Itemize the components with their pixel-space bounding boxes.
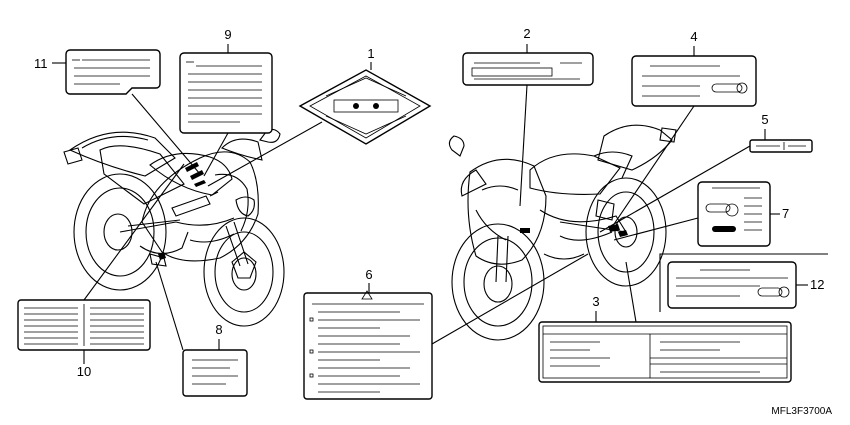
label-12: 12 — [659, 253, 828, 312]
motorcycle-left-view — [63, 128, 285, 327]
label-1-diamond: 1 — [207, 46, 432, 187]
callout-5: 5 — [761, 112, 768, 127]
callout-3: 3 — [592, 294, 599, 309]
label-6: 6 — [303, 253, 589, 400]
label-9: 9 — [179, 27, 273, 177]
callout-9: 9 — [224, 27, 231, 42]
label-5: 5 — [599, 112, 813, 233]
part-code: MFL3F3700A — [771, 406, 832, 417]
label-10: 10 — [17, 163, 185, 379]
label-11: 11 — [34, 49, 201, 175]
label-2: 2 — [462, 26, 594, 207]
callout-12: 12 — [810, 277, 824, 292]
callout-7: 7 — [782, 206, 789, 221]
callout-1: 1 — [367, 46, 374, 61]
label-7: 7 — [613, 181, 789, 247]
label-3: 3 — [538, 261, 792, 383]
callout-4: 4 — [690, 29, 697, 44]
label-4: 4 — [609, 29, 757, 231]
motorcycle-right-view — [448, 124, 677, 341]
callout-6: 6 — [365, 267, 372, 282]
callout-8: 8 — [215, 322, 222, 337]
callout-10: 10 — [77, 364, 91, 379]
callout-11: 11 — [34, 56, 48, 71]
label-8: 8 — [155, 261, 248, 397]
callout-2: 2 — [523, 26, 530, 41]
